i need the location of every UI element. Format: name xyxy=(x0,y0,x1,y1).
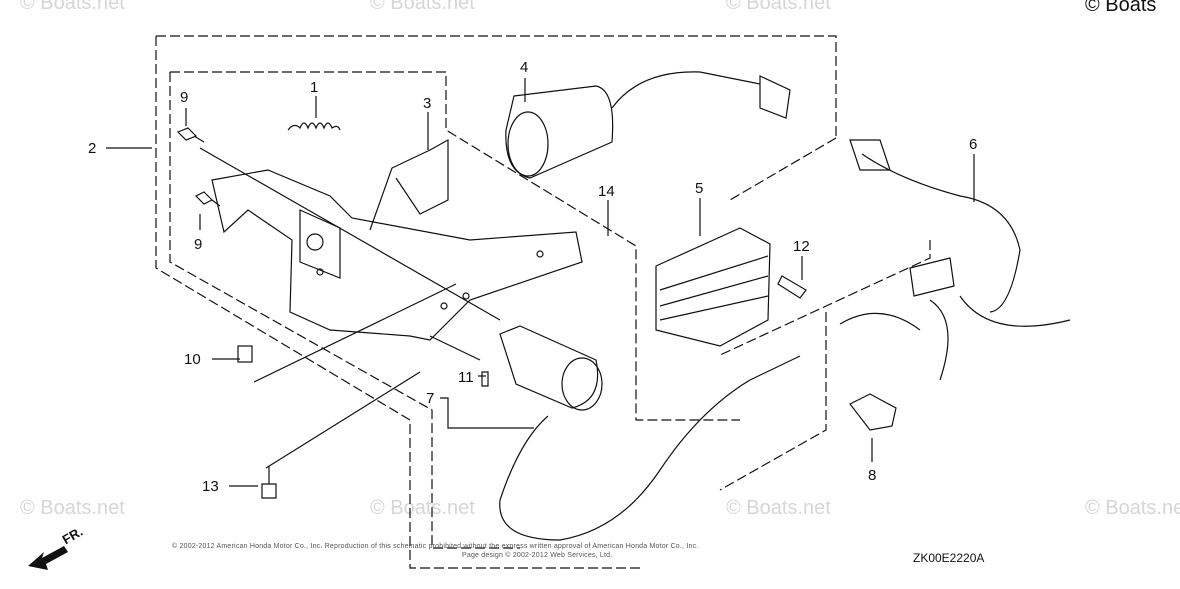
harness-connector-mid xyxy=(909,257,955,297)
watermark-bottom-1: © Boats.net xyxy=(20,497,125,519)
callout-13: 13 xyxy=(202,478,219,495)
bracket-hole xyxy=(306,233,324,251)
condenser-cap xyxy=(507,111,549,177)
leader-10-long xyxy=(253,283,457,383)
outer-boundary-line xyxy=(155,35,837,569)
bracket-part xyxy=(211,169,583,341)
solenoid-part xyxy=(499,325,599,409)
screw-part xyxy=(777,275,807,299)
harness-connector-top xyxy=(849,139,891,171)
callout-1: 1 xyxy=(310,79,319,96)
leader-11-long xyxy=(429,335,481,361)
corner-copyright: © Boats xyxy=(1085,0,1157,16)
holder-part xyxy=(849,393,897,431)
callout-4: 4 xyxy=(520,59,529,76)
bracket-plate xyxy=(299,209,341,279)
watermark-bottom-3: © Boats.net xyxy=(726,497,831,519)
copyright-line-2: Page design © 2002-2012 Web Services, Lt… xyxy=(462,552,613,559)
harness-part xyxy=(861,153,1021,313)
leader-13-long xyxy=(265,371,421,469)
spring-part xyxy=(287,122,341,131)
callout-5: 5 xyxy=(695,180,704,197)
bolt-9a xyxy=(176,127,205,143)
wire-group-boundary xyxy=(717,240,931,491)
callout-6: 6 xyxy=(969,136,978,153)
condenser-connector xyxy=(759,75,791,119)
bolt-9b xyxy=(194,191,221,207)
front-arrow-icon xyxy=(28,546,68,570)
solenoid-cable xyxy=(499,355,801,541)
diagram-code: ZK00E2220A xyxy=(913,551,985,565)
regulator-part xyxy=(655,227,771,347)
condenser-part xyxy=(505,85,614,179)
watermark-top-right: © Boats.net xyxy=(726,0,831,14)
callout-9-top: 9 xyxy=(180,89,189,106)
leader-7-bracket xyxy=(440,397,534,429)
nut-part xyxy=(237,345,253,363)
callout-3: 3 xyxy=(423,95,432,112)
watermark-top-left: © Boats.net xyxy=(20,0,125,14)
solenoid-cap xyxy=(561,357,603,411)
callout-12: 12 xyxy=(793,238,810,255)
copyright-line-1: © 2002-2012 American Honda Motor Co., In… xyxy=(172,543,699,550)
clip-part xyxy=(481,371,489,387)
bolt-13-part xyxy=(261,466,277,499)
stay-part xyxy=(369,138,449,231)
callout-11: 11 xyxy=(458,369,474,386)
leader-9a-long xyxy=(199,147,501,321)
callout-8: 8 xyxy=(868,467,877,484)
callout-2: 2 xyxy=(88,140,97,157)
watermark-bottom-2: © Boats.net xyxy=(370,497,475,519)
callout-10: 10 xyxy=(184,351,201,368)
watermark-top-center: © Boats.net xyxy=(370,0,475,14)
callout-9-bottom: 9 xyxy=(194,236,203,253)
inner-boundary-line xyxy=(169,71,740,549)
watermark-bottom-4: © Boats.net xyxy=(1085,497,1180,519)
condenser-wire xyxy=(611,71,761,109)
callout-7: 7 xyxy=(426,390,435,407)
callout-14: 14 xyxy=(598,183,615,200)
